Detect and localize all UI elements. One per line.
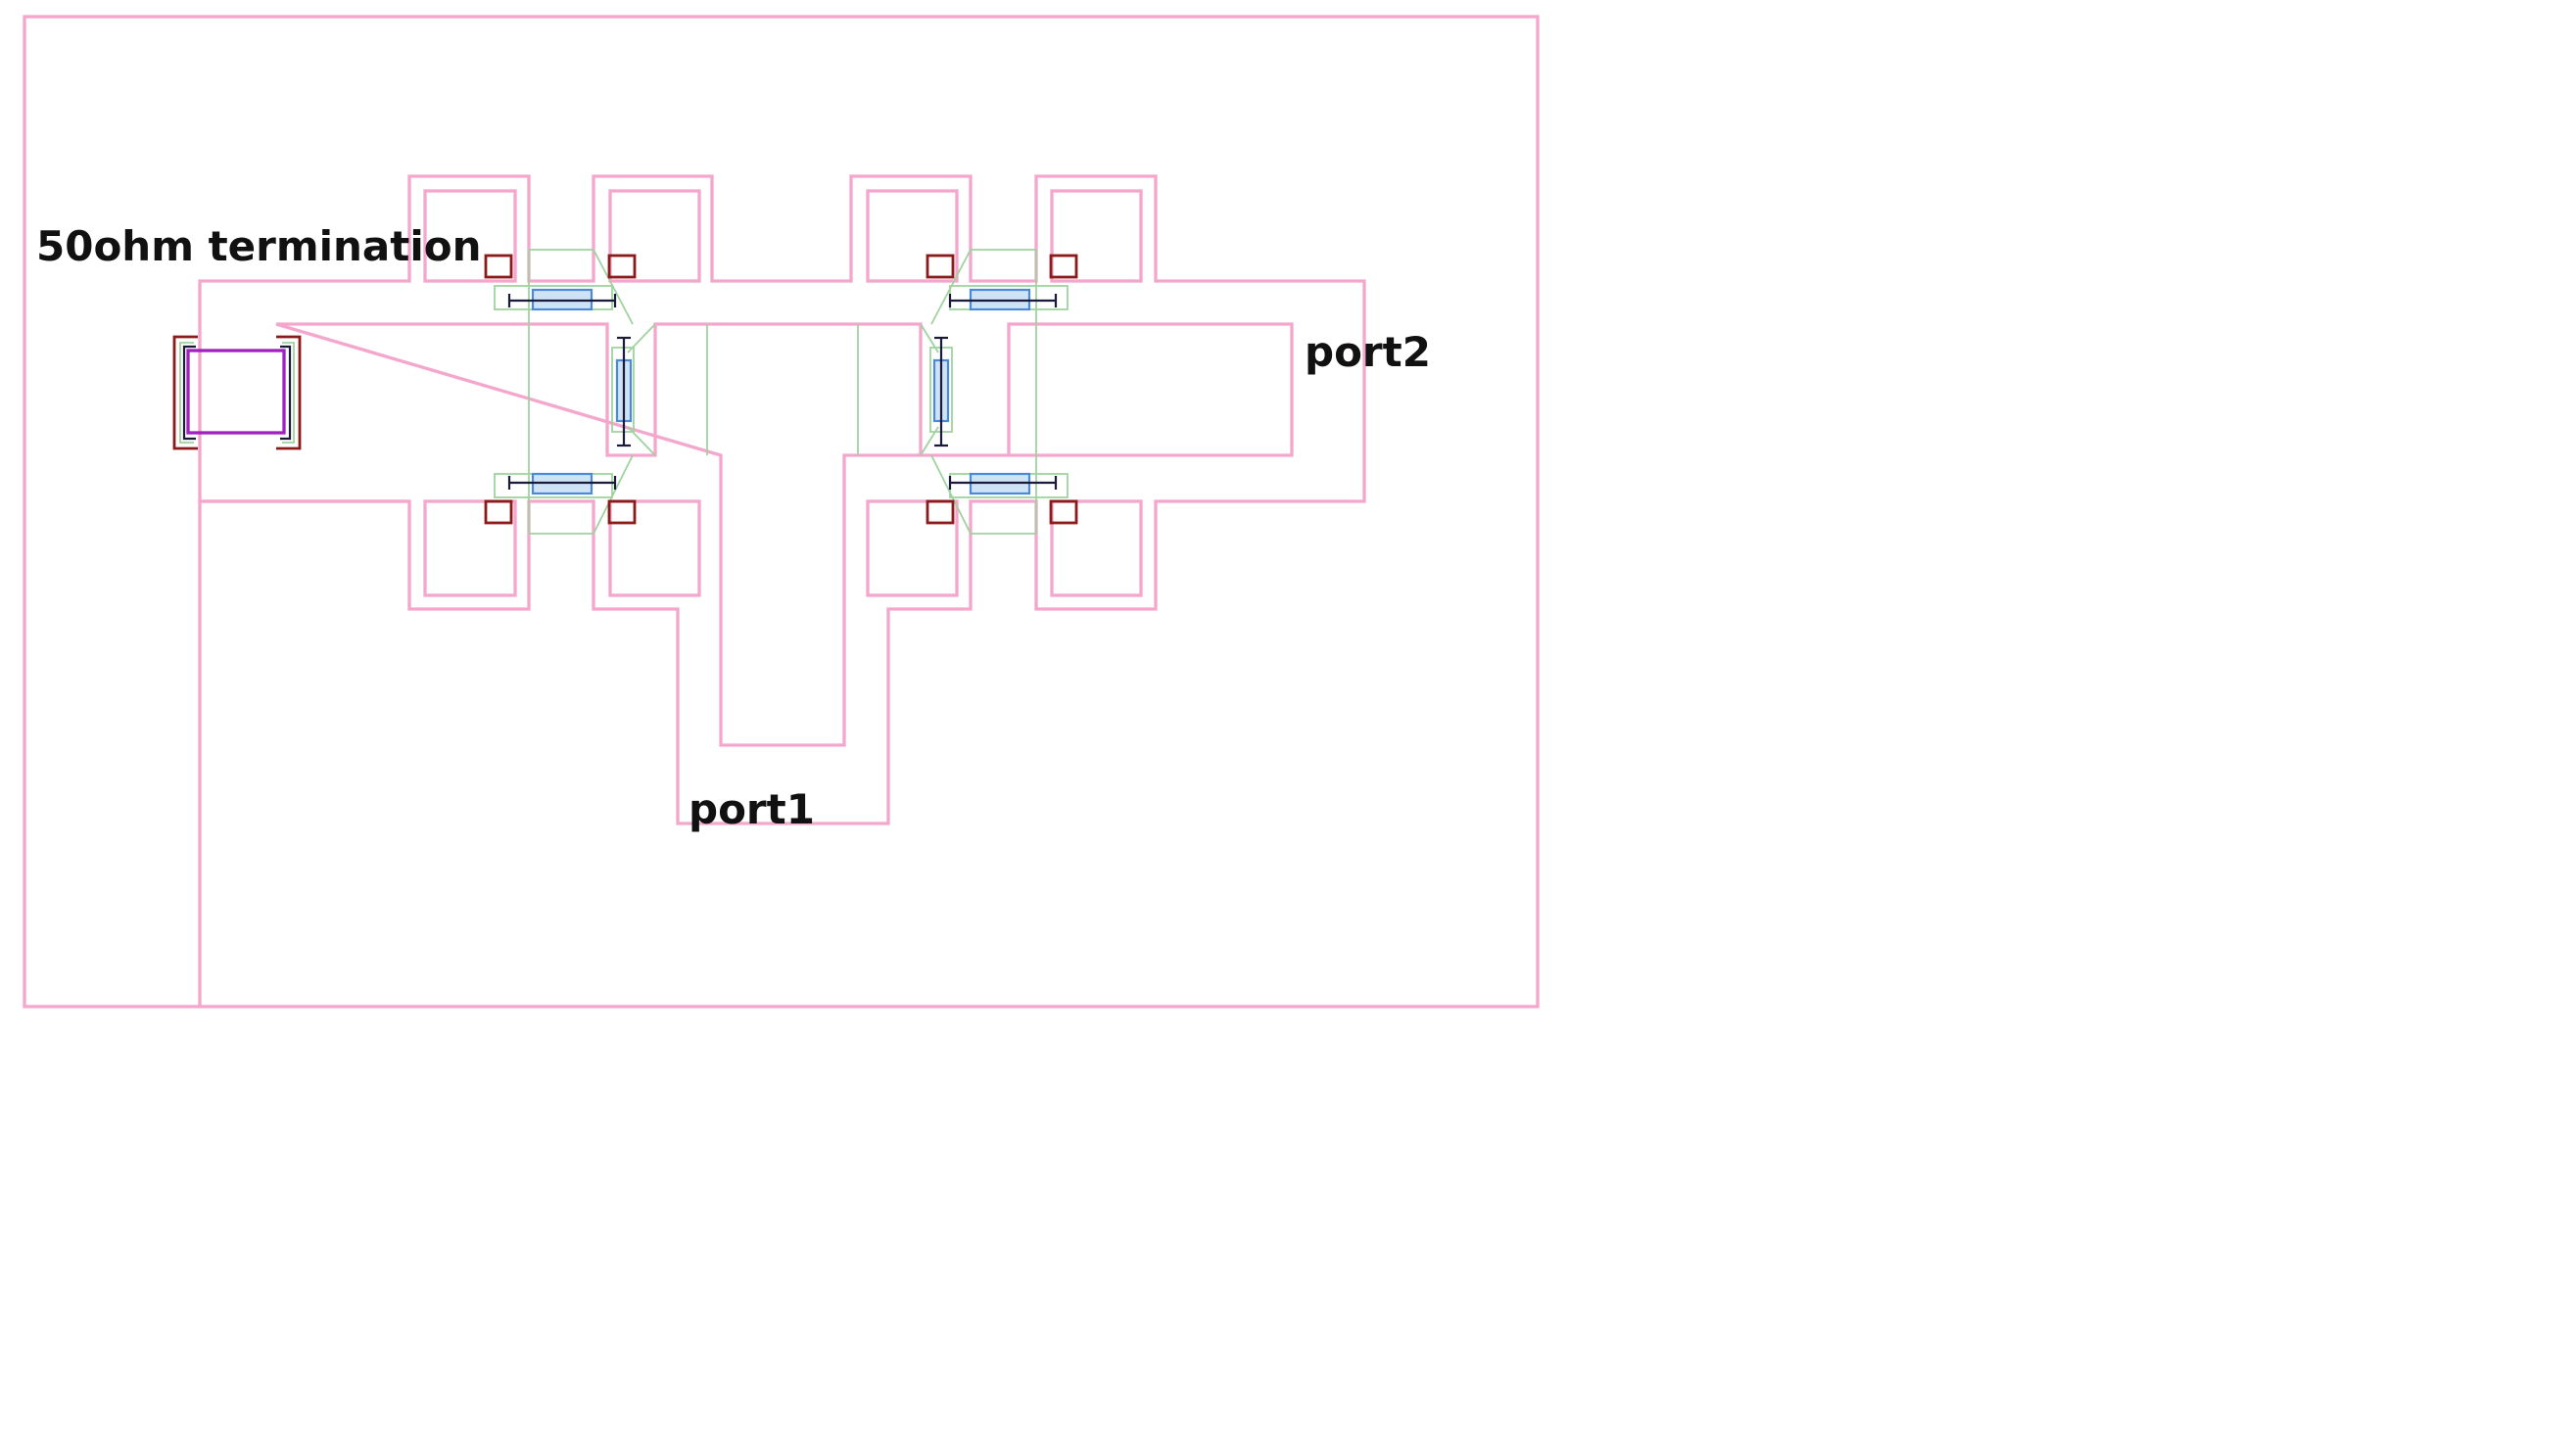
tee-signal-trace xyxy=(275,322,1294,747)
termination-resistor xyxy=(172,335,302,450)
termination-label: 50ohm termination xyxy=(36,222,482,270)
probe-pad xyxy=(607,499,637,525)
pad-cutout-top-4 xyxy=(1050,189,1143,283)
termination-resistor-body xyxy=(186,349,286,435)
pad-cutout-bottom-2 xyxy=(608,499,701,597)
probe-pad xyxy=(1049,254,1078,279)
port2-label: port2 xyxy=(1305,328,1431,376)
labels: 50ohm termination port2 port1 xyxy=(36,222,1431,833)
probe-pad xyxy=(607,254,637,279)
probe-pad xyxy=(484,499,513,525)
probe-pad xyxy=(926,254,955,279)
probe-pad xyxy=(926,499,955,525)
pad-cutout-bottom-4 xyxy=(1050,499,1143,597)
ground-metal-outline xyxy=(198,174,1366,825)
switch-cell-right xyxy=(857,249,1078,535)
die-boundary xyxy=(23,15,1540,1009)
pad-cutout-top-3 xyxy=(866,189,959,283)
metal-outline-layer xyxy=(23,15,1540,1009)
pad-cutout-bottom-3 xyxy=(866,499,959,597)
ground-plane-divider xyxy=(198,499,409,1007)
port1-label: port1 xyxy=(689,785,815,833)
probe-pad xyxy=(484,254,513,279)
pad-cutout-bottom-1 xyxy=(423,499,517,597)
pad-cutout-top-1 xyxy=(423,189,517,283)
probe-pad xyxy=(1049,499,1078,525)
switch-cell-left xyxy=(484,249,708,535)
pad-cutout-top-2 xyxy=(608,189,701,283)
